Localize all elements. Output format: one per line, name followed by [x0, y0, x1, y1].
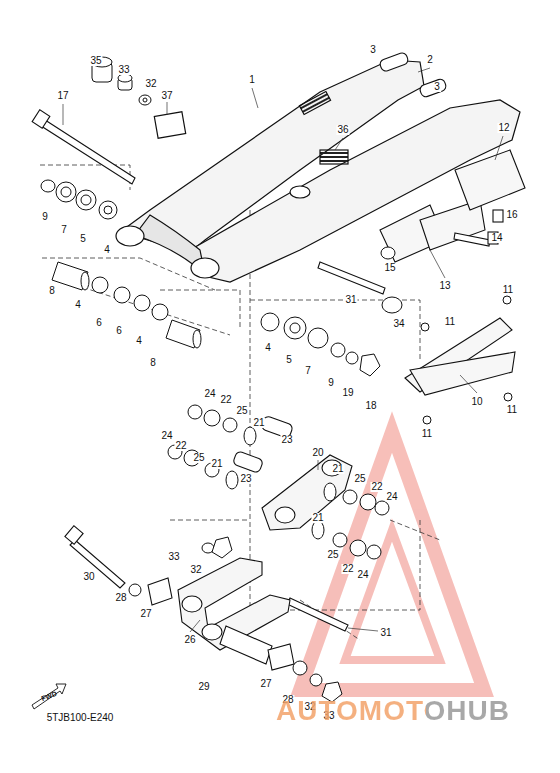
callout-number: 11	[421, 429, 433, 439]
callout-number: 22	[341, 564, 354, 574]
callout-number: 3	[433, 82, 441, 92]
callout-number: 32	[189, 565, 202, 575]
callout-number: 28	[114, 593, 127, 603]
callout-number: 8	[149, 358, 157, 368]
callout-number: 24	[160, 431, 173, 441]
callout-number: 34	[392, 319, 405, 329]
callout-number: 11	[502, 285, 514, 295]
callout-number: 4	[103, 245, 111, 255]
diagram-code: 5TJB100-E240	[46, 713, 115, 723]
callout-number: 7	[60, 225, 68, 235]
callout-number: 32	[144, 79, 157, 89]
callout-number: 24	[356, 570, 369, 580]
callout-number: 8	[48, 286, 56, 296]
callout-number: 15	[383, 263, 396, 273]
callout-number: 13	[438, 281, 451, 291]
callout-number: 21	[210, 459, 223, 469]
callout-number: 25	[235, 406, 248, 416]
callout-number: 25	[192, 453, 205, 463]
callout-number: 11	[444, 317, 456, 327]
callout-number: 33	[167, 552, 180, 562]
callout-number: 4	[264, 343, 272, 353]
callout-number: 11	[506, 405, 518, 415]
callout-number: 3	[369, 45, 377, 55]
callout-number: 17	[56, 91, 69, 101]
callout-number: 22	[174, 441, 187, 451]
callout-number: 10	[470, 397, 483, 407]
callout-number: 37	[160, 91, 173, 101]
callout-number: 36	[336, 125, 349, 135]
callout-number: 16	[505, 210, 518, 220]
callout-number: 22	[370, 482, 383, 492]
callout-number: 25	[353, 474, 366, 484]
callout-number: 6	[115, 326, 123, 336]
callout-number: 30	[82, 572, 95, 582]
watermark-triangle	[300, 432, 484, 690]
callout-number: 5	[285, 355, 293, 365]
callout-number: 27	[259, 679, 272, 689]
callout-number: 19	[341, 388, 354, 398]
callout-number: 24	[385, 492, 398, 502]
callout-number: 1	[248, 75, 256, 85]
callout-number: 14	[490, 233, 503, 243]
callout-number: 18	[364, 401, 377, 411]
callout-number: 24	[203, 389, 216, 399]
callout-number: 6	[95, 318, 103, 328]
watermark: AUTOMOTOHUB	[275, 697, 511, 725]
callout-number: 9	[41, 212, 49, 222]
callout-number: 21	[311, 513, 324, 523]
callout-number: 22	[219, 395, 232, 405]
callout-number: 2	[426, 55, 434, 65]
direction-mark: FWD	[39, 689, 58, 702]
callout-number: 12	[497, 123, 510, 133]
callout-number: 4	[135, 336, 143, 346]
callout-number: 4	[74, 300, 82, 310]
callout-number: 21	[331, 464, 344, 474]
callout-number: 7	[304, 366, 312, 376]
callout-number: 23	[239, 474, 252, 484]
callout-number: 27	[139, 609, 152, 619]
callout-number: 35	[89, 56, 102, 66]
callout-number: 21	[252, 418, 265, 428]
callout-number: 25	[326, 550, 339, 560]
callout-number: 31	[344, 295, 357, 305]
callout-number: 5	[79, 234, 87, 244]
callout-number: 29	[197, 682, 210, 692]
callout-number: 9	[327, 378, 335, 388]
callout-number: 33	[117, 65, 130, 75]
callout-number: 23	[280, 435, 293, 445]
callout-number: 31	[379, 628, 392, 638]
callout-number: 26	[183, 635, 196, 645]
callout-number: 20	[311, 448, 324, 458]
